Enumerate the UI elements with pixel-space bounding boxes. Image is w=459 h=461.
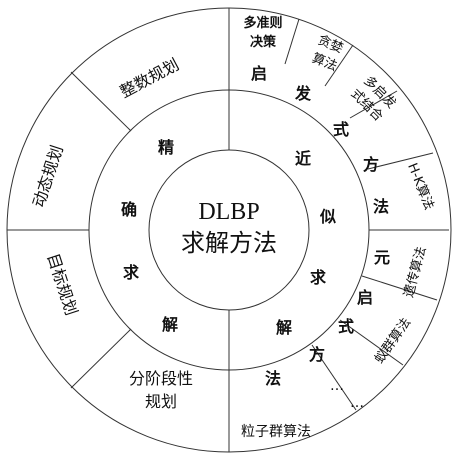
meta-char-1: 元: [374, 248, 390, 267]
divider-right-2: [324, 44, 354, 87]
genetic-algorithm-label: 遗传算法: [402, 245, 430, 299]
divider-right-1: [284, 18, 300, 65]
approx-char-4: 解: [276, 318, 292, 337]
exact-char-4: 解: [162, 315, 178, 334]
divider-left-upper: [70, 71, 132, 132]
multi-criteria-line2: 决策: [250, 34, 277, 50]
center-title-line1: DLBP: [198, 199, 259, 225]
heuristic-char-3: 式: [333, 120, 349, 139]
divider-right-3: [349, 90, 398, 119]
heuristic-char-5: 法: [373, 197, 389, 216]
piecewise-programming-line1: 分阶段性: [129, 369, 193, 388]
ellipsis-inner: …: [330, 378, 344, 394]
meta-char-2: 启: [357, 288, 373, 307]
divider-right-7: [339, 319, 404, 366]
divider-right-8: [311, 344, 357, 411]
meta-char-5: 法: [265, 369, 281, 388]
goal-programming-label: 目标规划: [43, 251, 81, 318]
exact-char-2: 确: [121, 200, 137, 219]
divider-left-lower: [70, 328, 132, 389]
integer-programming-label: 整数规划: [117, 55, 182, 102]
ellipsis-outer: …: [350, 395, 364, 411]
divider-right-4: [367, 152, 434, 170]
approx-char-1: 近: [295, 149, 311, 168]
exact-char-1: 精: [158, 138, 174, 157]
divider-right-6: [361, 275, 438, 301]
ant-colony-label: 蚁群算法: [372, 315, 414, 366]
pso-label: 粒子群算法: [241, 424, 311, 440]
heuristic-char-2: 发: [294, 84, 312, 103]
approx-char-3: 求: [310, 268, 327, 287]
heuristic-char-4: 方: [363, 155, 379, 174]
approx-char-2: 似: [319, 207, 336, 226]
dynamic-programming-label: 动态规划: [29, 143, 67, 210]
meta-char-3: 式: [338, 317, 354, 336]
meta-char-4: 方: [309, 345, 325, 364]
multi-criteria-line1: 多准则: [243, 15, 282, 31]
heuristic-char-1: 启: [251, 64, 267, 83]
exact-char-3: 求: [123, 263, 140, 282]
inner-ring: [148, 149, 310, 311]
center-title-line2: 求解方法: [181, 230, 277, 257]
hk-algorithm-label: H-K算法: [404, 161, 436, 212]
piecewise-programming-line2: 规划: [145, 392, 177, 411]
